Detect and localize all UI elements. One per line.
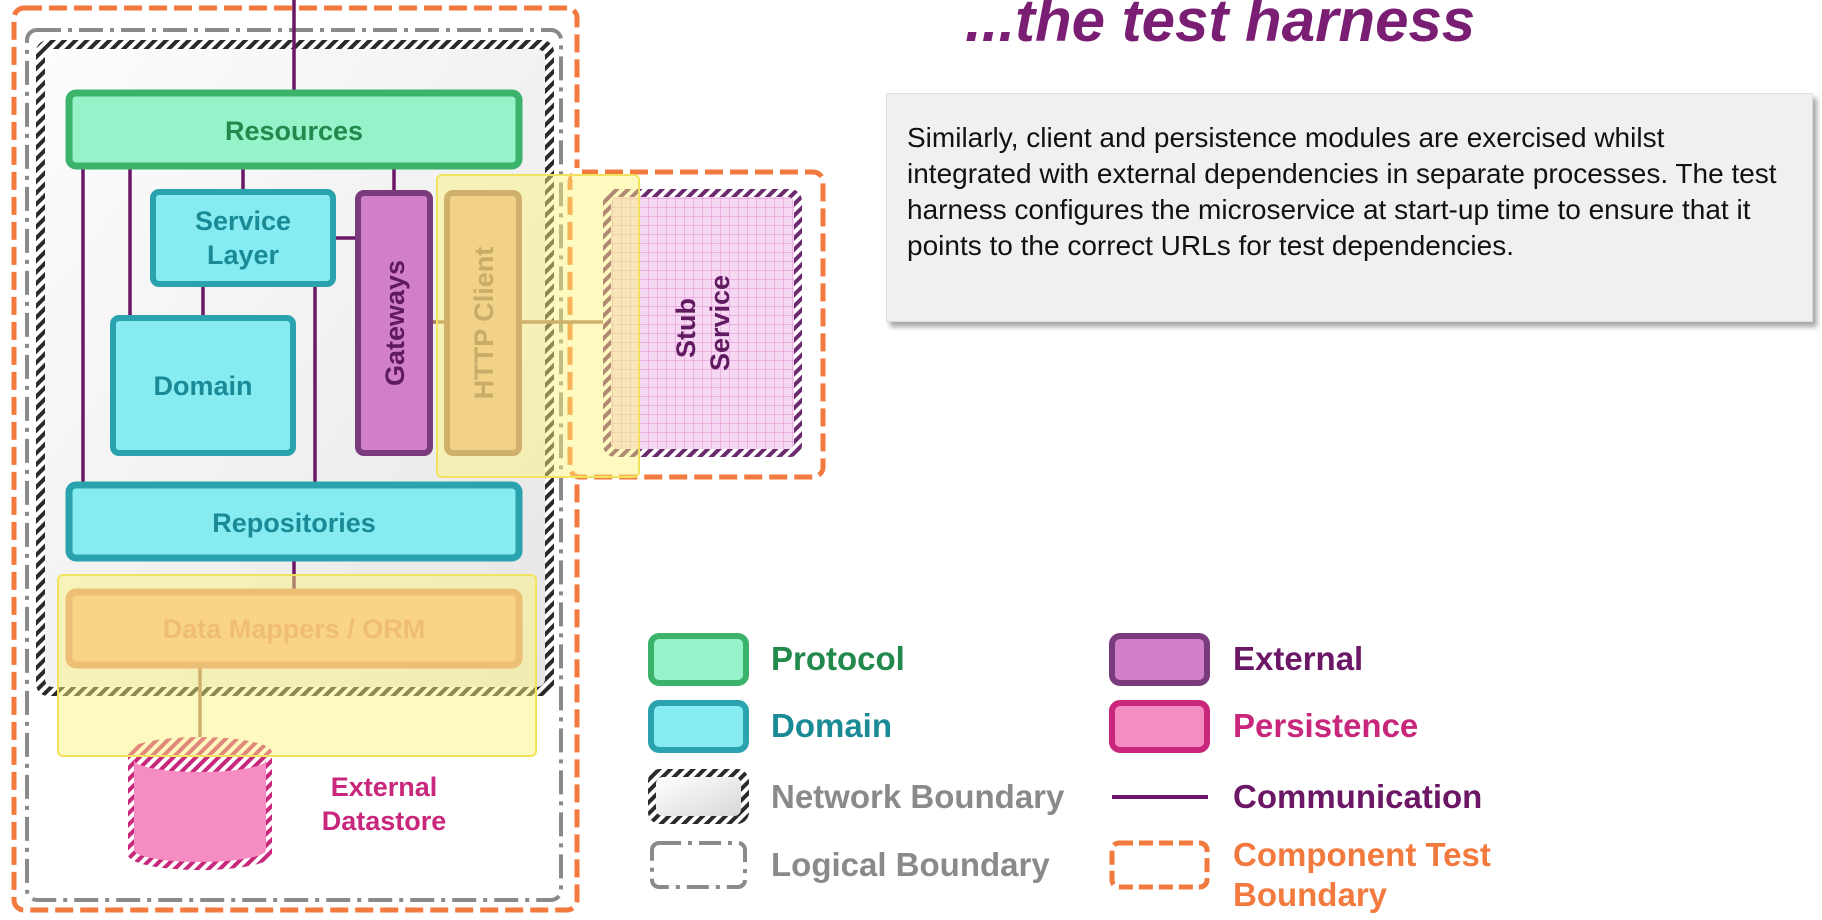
stub-service-label-line1: Stub (671, 298, 701, 358)
persistence-highlight (57, 574, 537, 757)
legend-external-label: External (1233, 640, 1363, 677)
description-box: Similarly, client and persistence module… (886, 93, 1813, 322)
legend-protocol-swatch (648, 633, 749, 686)
legend-domain-label: Domain (771, 707, 892, 744)
legend: Protocol Domain Network Boundary Logical… (648, 633, 1491, 913)
external-datastore (128, 737, 272, 870)
gateways-label: Gateways (380, 260, 410, 386)
description-text: Similarly, client and persistence module… (907, 122, 1777, 261)
service-layer-label-line2: Layer (207, 240, 280, 270)
gateways-box (355, 190, 433, 456)
http-client-box (444, 190, 522, 456)
legend-protocol-label: Protocol (771, 640, 905, 677)
data-mappers-label: Data Mappers / ORM (163, 614, 426, 644)
page-title: ...the test harness (965, 0, 1476, 54)
legend-logical-boundary-label: Logical Boundary (771, 846, 1050, 883)
repositories-label: Repositories (212, 508, 376, 538)
legend-logical-boundary-swatch (650, 841, 747, 889)
domain-label: Domain (153, 371, 252, 401)
legend-component-test-swatch (1109, 840, 1210, 890)
service-layer-label-line1: Service (195, 206, 291, 236)
resources-label: Resources (225, 116, 363, 146)
client-highlight (436, 174, 640, 478)
service-layer-box (150, 189, 336, 287)
legend-external-swatch (1109, 633, 1210, 686)
data-mappers-box (65, 588, 523, 669)
stub-service: Stub Service (603, 189, 802, 457)
legend-communication-label: Communication (1233, 778, 1482, 815)
domain-box (110, 315, 296, 456)
legend-network-boundary-inner (656, 777, 741, 816)
legend-domain-swatch (648, 700, 749, 753)
communication-lines (81, 0, 396, 592)
legend-network-boundary-label: Network Boundary (771, 778, 1065, 815)
external-datastore-label-line1: External (331, 772, 438, 802)
legend-persistence-label: Persistence (1233, 707, 1418, 744)
legend-persistence-swatch (1109, 700, 1210, 753)
http-client-label: HTTP Client (469, 247, 499, 400)
resources-box (65, 89, 523, 170)
repositories-box (65, 481, 523, 562)
stub-service-label-line2: Service (705, 275, 735, 371)
external-datastore-label-line2: Datastore (322, 806, 447, 836)
legend-component-test-label-line2: Boundary (1233, 876, 1388, 913)
legend-component-test-label-line1: Component Test (1233, 836, 1491, 873)
